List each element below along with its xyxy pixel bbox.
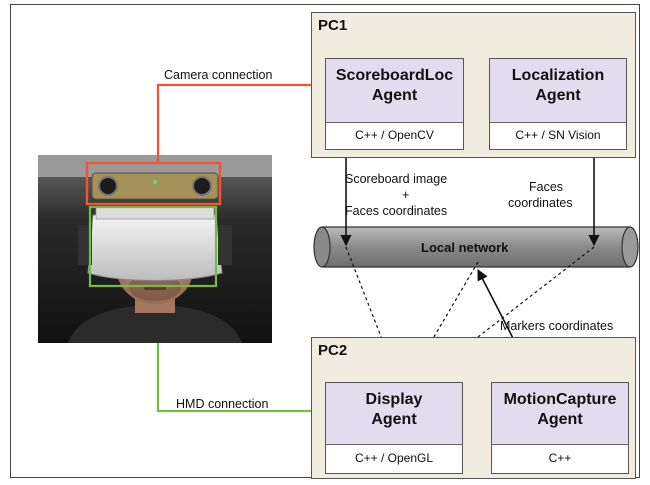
- camera-connection-line: [85, 83, 311, 206]
- local-network-cylinder: [313, 226, 639, 268]
- display-agent-lang: C++ / OpenGL: [354, 451, 434, 465]
- localization-agent: Localization Agent C++ / SN Vision: [489, 58, 627, 150]
- camera-connection-label: Camera connection: [164, 68, 273, 82]
- pc1-title: PC1: [318, 17, 348, 34]
- pc1-box: PC1 ScoreboardLoc Agent C++ / OpenCV Loc…: [311, 12, 636, 158]
- localization-agent-suffix: Agent: [535, 87, 581, 104]
- faces-to-display-dashed-arrow: [420, 246, 595, 382]
- motioncapture-agent-lang: C++: [548, 451, 572, 465]
- scoreboardloc-agent-suffix: Agent: [371, 87, 418, 104]
- hmd-connection-label: HMD connection: [176, 397, 269, 411]
- motioncapture-agent-name: MotionCapture: [503, 391, 617, 408]
- faces-label: Faces: [529, 180, 564, 194]
- pc2-title: PC2: [318, 342, 348, 359]
- scoreboard-image-label: Scoreboard image: [345, 172, 448, 186]
- local-network-label: Local network: [421, 240, 509, 255]
- pc2-box: PC2 Display Agent C++ / OpenGL MotionCap…: [311, 337, 636, 479]
- motioncapture-agent: MotionCapture Agent C++: [491, 382, 629, 474]
- plus-label: +: [402, 188, 410, 202]
- localization-agent-name: Localization: [511, 67, 605, 84]
- motioncapture-agent-suffix: Agent: [537, 411, 583, 428]
- localization-agent-lang: C++ / SN Vision: [515, 128, 601, 142]
- markers-coordinates-label: Markers coordinates: [500, 319, 614, 333]
- hmd-connection-line: [88, 205, 311, 413]
- scoreboardloc-agent: ScoreboardLoc Agent C++ / OpenCV: [325, 58, 464, 150]
- display-agent-name: Display: [365, 391, 423, 408]
- faces-coordinates-label: Faces coordinates: [345, 204, 448, 218]
- scoreboardloc-agent-name: ScoreboardLoc: [335, 67, 454, 84]
- hmd-user-photo: [38, 155, 272, 343]
- coordinates-label: coordinates: [508, 196, 573, 210]
- display-agent-suffix: Agent: [371, 411, 417, 428]
- scoreboardloc-agent-lang: C++ / OpenCV: [355, 128, 434, 142]
- display-agent: Display Agent C++ / OpenGL: [325, 382, 463, 474]
